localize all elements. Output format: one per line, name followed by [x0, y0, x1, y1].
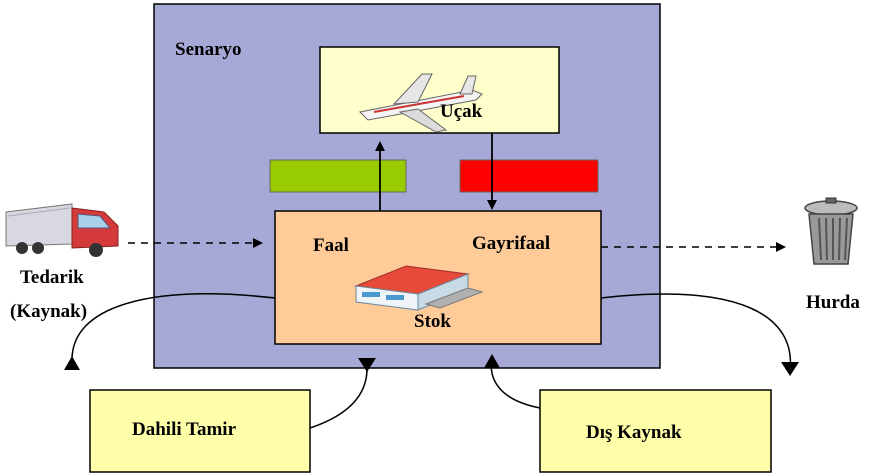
loop-stock-to-internal-repair: [71, 293, 276, 363]
active-status-bar: [269, 159, 407, 193]
arrowhead-external-source-down: [781, 362, 799, 376]
internal-repair-box: [89, 389, 311, 473]
arrowhead-internal-repair-up: [64, 356, 80, 370]
stock-label: Stok: [414, 311, 451, 332]
loop-internal-repair-to-stock: [309, 365, 368, 429]
aircraft-label: Uçak: [440, 101, 483, 122]
external-source-label: Dış Kaynak: [586, 422, 682, 443]
aircraft-box: [319, 46, 560, 134]
truck-icon: [5, 203, 119, 257]
warehouse-icon: [354, 265, 484, 311]
internal-repair-label: Dahili Tamir: [132, 419, 236, 440]
arrowhead-internal-repair-down: [358, 358, 376, 372]
loop-stock-to-external-source: [600, 293, 792, 371]
trash-can-icon: [804, 197, 858, 265]
airplane-icon: [358, 73, 483, 133]
arrowhead-external-source-up: [484, 354, 500, 368]
supplier-label: Tedarik: [20, 267, 84, 288]
scenario-label: Senaryo: [175, 39, 242, 60]
scrap-label: Hurda: [806, 292, 860, 313]
inactive-stock-label: Gayrifaal: [472, 233, 551, 254]
inactive-status-bar: [459, 159, 599, 193]
active-stock-label: Faal: [313, 235, 349, 256]
external-source-box: [539, 389, 772, 473]
supplier-sublabel: (Kaynak): [10, 301, 88, 322]
